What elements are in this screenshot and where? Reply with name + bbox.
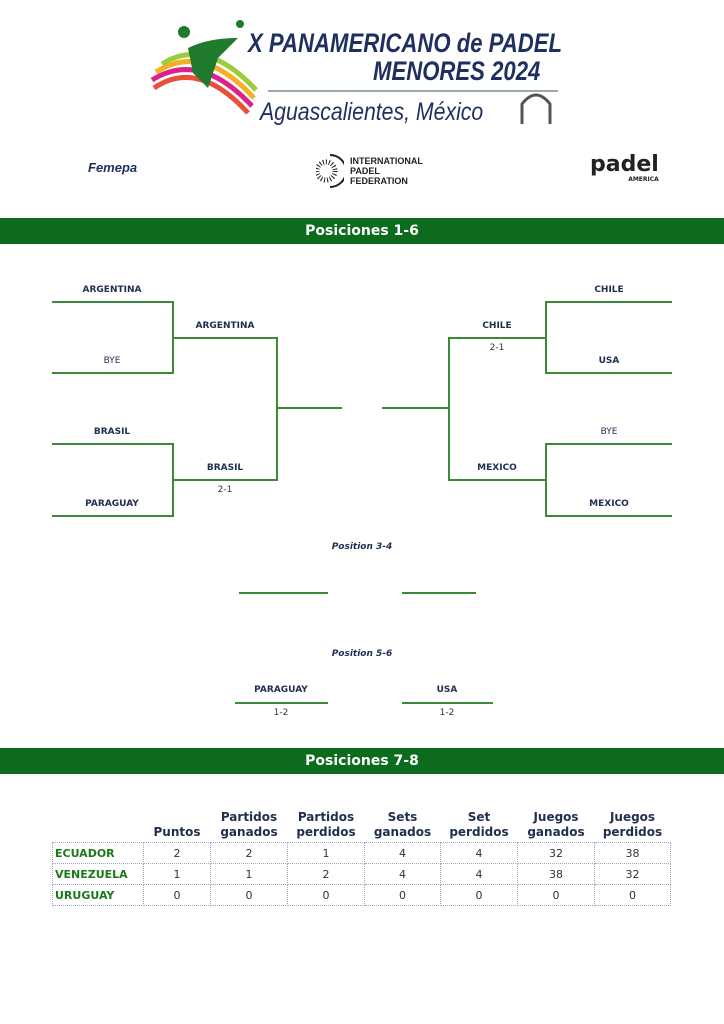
ipf-line1: INTERNATIONAL [350,156,423,166]
stat-cell: 0 [517,884,595,906]
bracket-line [448,479,547,481]
team-label: PARAGUAY [254,685,308,695]
stat-cell: 2 [287,863,365,885]
team-label: USA [436,685,458,695]
bracket-line [52,443,174,445]
bracket-line [235,702,328,704]
team-label: USA [598,356,620,366]
team-label: MEXICO [477,463,517,473]
bracket-line [172,479,278,481]
team-name-cell: ECUADOR [52,842,144,864]
col-header: Juegos ganados [527,810,585,839]
bracket-line [545,515,672,517]
col-header: Puntos [153,825,201,839]
bracket-line [545,443,672,445]
team-label: BRASIL [93,427,131,437]
team-name-cell: URUGUAY [52,884,144,906]
stat-cell: 4 [364,842,441,864]
stat-cell: 32 [517,842,595,864]
match-score: 1-2 [439,708,455,718]
stat-cell: 4 [440,842,518,864]
stat-cell: 0 [143,884,211,906]
match-score: 1-2 [273,708,289,718]
stat-cell: 0 [364,884,441,906]
section-header-7-8: Posiciones 7-8 [0,748,724,774]
bracket-line [402,592,476,594]
ipf-ball-icon [316,154,344,188]
team-label: CHILE [482,321,512,331]
match-score: 2-1 [489,343,505,353]
bracket-line [276,337,278,481]
standings-table: Puntos Partidos ganados Partidos perdido… [52,808,671,906]
title-line2: MENORES 2024 [373,56,541,86]
match-score: 2-1 [217,485,233,495]
stat-cell: 4 [364,863,441,885]
subtitle: Aguascalientes, México [260,98,484,126]
padel-america-text: padel [590,152,659,177]
position-3-4-title: Position 3-4 [331,542,393,552]
team-label: ARGENTINA [195,321,255,331]
padel-america-logo: padel AMERICA [590,152,659,184]
stat-cell: 0 [210,884,288,906]
stat-cell: 0 [287,884,365,906]
team-label: BRASIL [206,463,244,473]
femepa-logo: Femepa [88,160,138,175]
col-header: Partidos perdidos [296,810,356,839]
col-header: Juegos perdidos [602,810,663,839]
bracket-line [52,372,174,374]
team-label: ARGENTINA [82,285,142,295]
bracket-line [448,337,450,481]
team-name-cell: VENEZUELA [52,863,144,885]
position-5-6-title: Position 5-6 [331,649,393,659]
stat-cell: 1 [143,863,211,885]
bracket-line [382,407,450,409]
bracket-line [172,337,278,339]
bracket-line [276,407,342,409]
team-label: MEXICO [589,499,629,509]
event-logo: X PANAMERICANO de PADEL MENORES 2024 Agu… [148,18,568,138]
team-label: PARAGUAY [85,499,139,509]
team-label: BYE [103,356,121,366]
stat-cell: 38 [517,863,595,885]
ipf-logo: INTERNATIONAL PADEL FEDERATION [316,153,423,189]
padel-america-sub: AMERICA [628,176,659,183]
bracket-line [402,702,493,704]
team-label: BYE [600,427,618,437]
stat-cell: 2 [143,842,211,864]
col-header [53,808,144,843]
stat-cell: 2 [210,842,288,864]
col-header: Partidos ganados [220,810,278,839]
col-header: Set perdidos [449,810,509,839]
divider [268,90,558,92]
arch-icon [520,93,552,124]
bracket-line [545,301,672,303]
bracket-line [52,515,174,517]
ipf-line2: PADEL [350,166,380,176]
section-header-1-6: Posiciones 1-6 [0,218,724,244]
stat-cell: 4 [440,863,518,885]
stat-cell: 38 [594,842,671,864]
stat-cell: 0 [594,884,671,906]
bracket-line [239,592,328,594]
bracket-line [52,301,174,303]
player-logo-icon [150,20,258,115]
stat-cell: 32 [594,863,671,885]
bracket-line [545,372,672,374]
stat-cell: 0 [440,884,518,906]
bracket-line [448,337,547,339]
stat-cell: 1 [210,863,288,885]
ipf-line3: FEDERATION [350,176,408,186]
title-line1: X PANAMERICANO de PADEL [248,28,563,58]
col-header: Sets ganados [373,810,432,839]
team-label: CHILE [594,285,624,295]
stat-cell: 1 [287,842,365,864]
